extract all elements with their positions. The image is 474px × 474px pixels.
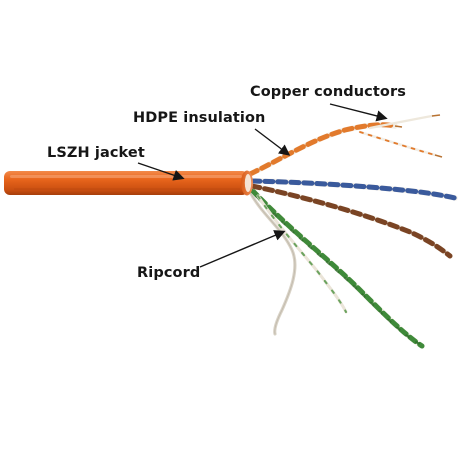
- copper-conductor-tips: [394, 114, 443, 158]
- copper-leader-line: [329, 103, 388, 122]
- brown-twisted-pair: [249, 183, 453, 259]
- green-twisted-pair: [249, 187, 425, 349]
- lszh-jacket-label: LSZH jacket: [47, 145, 145, 161]
- ripcord-label: Ripcord: [137, 265, 201, 281]
- green-white-strand: [256, 194, 348, 314]
- orange-twisted-pair: [247, 114, 437, 177]
- hdpe-leader-line: [254, 128, 291, 156]
- hdpe-insulation-label: HDPE insulation: [133, 110, 266, 126]
- lszh-jacket: [4, 170, 253, 196]
- lszh-leader-line: [137, 162, 185, 181]
- ripcord-leader-line: [199, 230, 286, 268]
- blue-twisted-pair: [249, 178, 458, 201]
- copper-conductors-label: Copper conductors: [250, 84, 406, 100]
